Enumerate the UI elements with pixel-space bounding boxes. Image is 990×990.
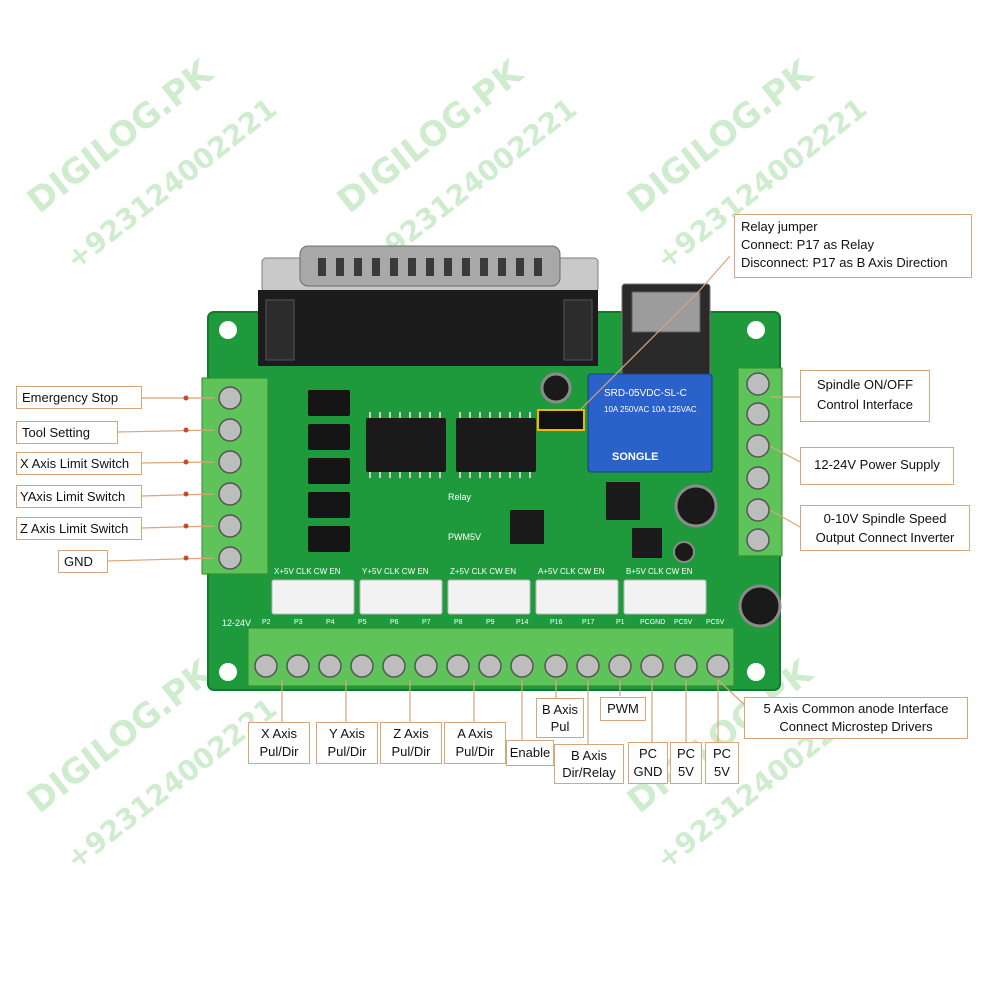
relay-rating-text: 10A 250VAC 10A 125VAC bbox=[604, 405, 697, 414]
mounting-hole bbox=[219, 663, 237, 681]
x-axis-limit-label: X Axis Limit Switch bbox=[16, 452, 142, 475]
pin-label: P16 bbox=[550, 619, 563, 626]
x-axis-line1: X Axis bbox=[260, 726, 298, 741]
relay-jumper-callout: Relay jumper Connect: P17 as Relay Disco… bbox=[734, 214, 972, 278]
relay-jumper bbox=[537, 409, 585, 431]
x-axis-puldir-label: X Axis Pul/Dir bbox=[248, 722, 310, 764]
pin-label: P1 bbox=[616, 619, 625, 626]
y-axis-limit-label: YAxis Limit Switch bbox=[16, 485, 142, 508]
emergency-stop-label: Emergency Stop bbox=[16, 386, 142, 409]
relay-model-text: SRD-05VDC-SL-C bbox=[604, 388, 687, 399]
pc-5v-2-line1: PC bbox=[712, 746, 732, 761]
capacitor bbox=[674, 484, 718, 528]
capacitor bbox=[738, 584, 782, 628]
pc-5v-label: PC 5V bbox=[670, 742, 702, 784]
axis-header-label: A+5V CLK CW EN bbox=[538, 567, 605, 576]
axis-header-label: X+5V CLK CW EN bbox=[274, 567, 341, 576]
z-axis-line1: Z Axis bbox=[393, 726, 429, 741]
y-axis-line1: Y Axis bbox=[329, 726, 365, 741]
enable-label: Enable bbox=[506, 740, 554, 766]
pin-label: P6 bbox=[390, 619, 399, 626]
pc-5v-line2: 5V bbox=[678, 764, 694, 779]
b-axis-dir-relay-label: B Axis Dir/Relay bbox=[554, 744, 624, 784]
pc-gnd-line1: PC bbox=[638, 746, 658, 761]
b-axis-pul-line1: B Axis bbox=[541, 702, 579, 717]
left-terminal-block bbox=[201, 377, 269, 575]
pwm-silkscreen: PWM5V bbox=[448, 532, 481, 542]
axis-header-label: Z+5V CLK CW EN bbox=[450, 567, 516, 576]
pin-label: P17 bbox=[582, 619, 595, 626]
pc-gnd-line2: GND bbox=[633, 764, 663, 779]
z-axis-puldir-label: Z Axis Pul/Dir bbox=[380, 722, 442, 764]
capacitor bbox=[540, 372, 572, 404]
pin-label: P2 bbox=[262, 619, 271, 626]
axis-headers bbox=[271, 579, 707, 615]
db25-body bbox=[258, 290, 598, 366]
y-axis-puldir-label: Y Axis Pul/Dir bbox=[316, 722, 378, 764]
z-axis-line2: Pul/Dir bbox=[391, 744, 431, 759]
pwm-label: PWM bbox=[600, 697, 646, 721]
pin-label: P7 bbox=[422, 619, 431, 626]
ic-chip bbox=[366, 418, 446, 472]
axis-header-label: B+5V CLK CW EN bbox=[626, 567, 693, 576]
pin-label: P9 bbox=[486, 619, 495, 626]
common-anode-label: 5 Axis Common anode Interface Connect Mi… bbox=[744, 697, 968, 739]
pc-gnd-label: PC GND bbox=[628, 742, 668, 784]
b-axis-dir-line1: B Axis bbox=[570, 748, 608, 763]
mounting-hole bbox=[747, 321, 765, 339]
pin-label: P14 bbox=[516, 619, 529, 626]
b-axis-dir-line2: Dir/Relay bbox=[562, 765, 616, 780]
a-axis-puldir-label: A Axis Pul/Dir bbox=[444, 722, 506, 764]
pc-5v-label-2: PC 5V bbox=[705, 742, 739, 784]
z-axis-limit-label: Z Axis Limit Switch bbox=[16, 517, 142, 540]
pin-label: P5 bbox=[358, 619, 367, 626]
spindle-speed-line1: 0-10V Spindle Speed bbox=[823, 511, 947, 526]
capacitor bbox=[673, 541, 695, 563]
x-axis-line2: Pul/Dir bbox=[259, 744, 299, 759]
mounting-hole bbox=[219, 321, 237, 339]
common-anode-line1: 5 Axis Common anode Interface bbox=[763, 701, 949, 716]
b-axis-pul-line2: Pul bbox=[550, 719, 570, 734]
relay-brand-text: SONGLE bbox=[612, 451, 658, 463]
relay-silkscreen: Relay bbox=[448, 492, 472, 502]
a-axis-line2: Pul/Dir bbox=[455, 744, 495, 759]
pin-label: PC5V bbox=[674, 619, 693, 626]
pin-label: PC5V bbox=[706, 619, 725, 626]
gnd-label: GND bbox=[58, 550, 108, 573]
pc-5v-2-line2: 5V bbox=[714, 764, 730, 779]
b-axis-pul-label: B Axis Pul bbox=[536, 698, 584, 738]
pin-label: P4 bbox=[326, 619, 335, 626]
spindle-speed-line2: Output Connect Inverter bbox=[815, 530, 955, 545]
spindle-speed-label: 0-10V Spindle Speed Output Connect Inver… bbox=[800, 505, 970, 551]
spindle-onoff-line2: Control Interface bbox=[816, 397, 914, 412]
callout-lines bbox=[107, 255, 807, 744]
transistor bbox=[510, 510, 544, 544]
relay-jumper-title: Relay jumper bbox=[741, 219, 818, 234]
common-anode-line2: Connect Microstep Drivers bbox=[779, 719, 933, 734]
pin-label: P3 bbox=[294, 619, 303, 626]
a-axis-line1: A Axis bbox=[457, 726, 493, 741]
relay bbox=[587, 373, 713, 473]
y-axis-line2: Pul/Dir bbox=[327, 744, 367, 759]
axis-header-label: Y+5V CLK CW EN bbox=[362, 567, 429, 576]
mounting-hole bbox=[747, 663, 765, 681]
optocouplers bbox=[308, 390, 350, 552]
pc-5v-line1: PC bbox=[676, 746, 696, 761]
power-supply-label: 12-24V Power Supply bbox=[800, 447, 954, 485]
spindle-onoff-line1: Spindle ON/OFF bbox=[816, 377, 914, 392]
pin-label: P8 bbox=[454, 619, 463, 626]
right-terminal-block bbox=[737, 367, 783, 557]
ic-chip bbox=[456, 418, 536, 472]
tool-setting-label: Tool Setting bbox=[16, 421, 118, 444]
spindle-onoff-label: Spindle ON/OFF Control Interface bbox=[800, 370, 930, 422]
voltage-silkscreen: 12-24V bbox=[222, 618, 251, 628]
relay-jumper-connect: Connect: P17 as Relay bbox=[741, 237, 874, 252]
pin-label: PCGND bbox=[640, 619, 665, 626]
relay-jumper-disconnect: Disconnect: P17 as B Axis Direction bbox=[741, 255, 948, 270]
